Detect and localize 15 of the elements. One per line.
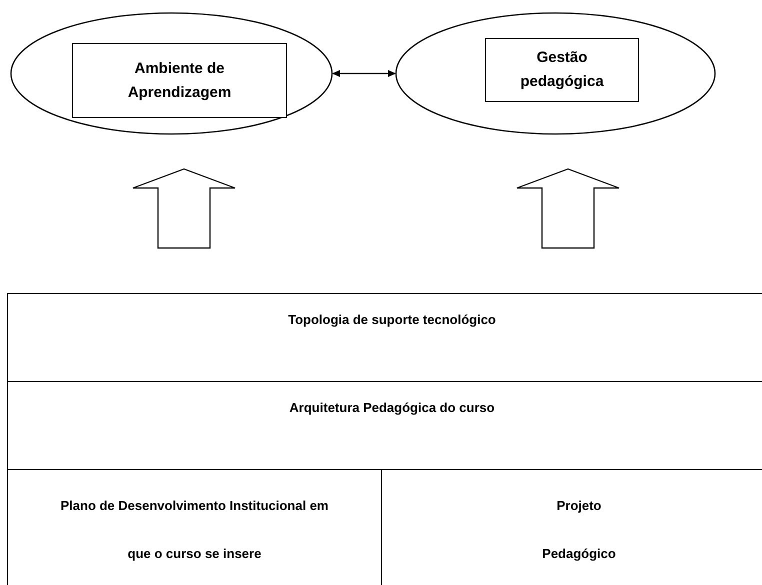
node-label: Projeto Pedagógico	[541, 497, 617, 563]
arrow	[332, 70, 396, 77]
block-arrow	[132, 168, 236, 249]
node-label: Arquitetura Pedagógica do curso	[289, 399, 495, 417]
ellipse-shape	[395, 12, 716, 135]
node-label: Topologia de suporte tecnológico	[288, 311, 496, 329]
block-arrow	[516, 168, 620, 249]
text-box	[72, 43, 287, 118]
text-box	[7, 293, 762, 382]
node-label: Plano de Desenvolvimento Institucional em que o curso se insere	[60, 497, 330, 563]
node-label: Gestão pedagógica	[519, 48, 605, 92]
node-label: Ambiente de Aprendizagem	[126, 58, 232, 102]
text-box	[485, 38, 639, 102]
text-box	[7, 382, 762, 470]
ellipse-shape	[10, 12, 333, 135]
